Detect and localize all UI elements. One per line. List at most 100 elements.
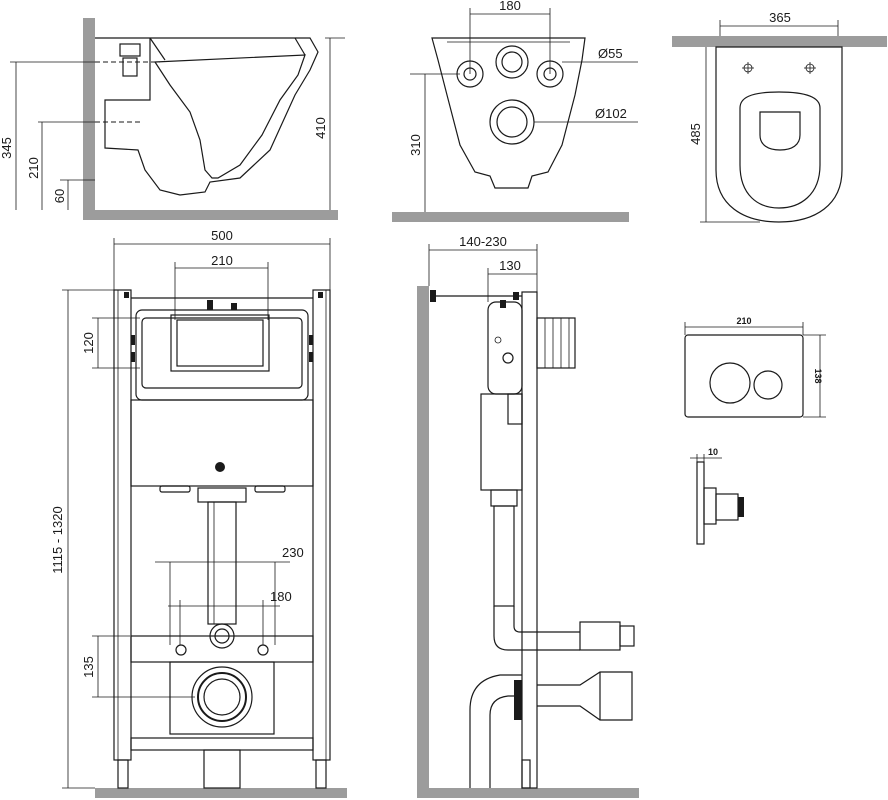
dim-label-310: 310 xyxy=(408,134,423,156)
bowl-inner xyxy=(153,54,306,179)
left-foot xyxy=(117,759,129,789)
flush-button-large[interactable] xyxy=(709,362,751,404)
bracket-right-1 xyxy=(309,335,313,345)
side-top-valve xyxy=(500,300,506,308)
side-cistern-upper xyxy=(487,301,523,395)
cistern-nut xyxy=(215,462,225,472)
plan-bowl-outline xyxy=(715,46,843,223)
dim-label-plate-w: 210 xyxy=(736,316,751,326)
right-foot xyxy=(315,759,327,789)
side-flush-bend-inner xyxy=(513,606,580,633)
floor-rear xyxy=(392,212,629,222)
inlet-hole-outer xyxy=(495,45,529,79)
dim-label-140-230: 140-230 xyxy=(459,234,507,249)
flush-connector-end xyxy=(619,625,635,647)
side-valve-1 xyxy=(494,336,502,344)
wall-frame-side xyxy=(417,286,429,798)
dim-label-plate-h: 138 xyxy=(813,368,823,383)
dim-label-1115: 1115 - 1320 xyxy=(50,506,65,573)
base-crossbar xyxy=(130,737,314,751)
dim-label-d55: Ø55 xyxy=(598,46,623,61)
flush-plate-front xyxy=(684,334,804,418)
floor-frame-front xyxy=(95,788,347,798)
flush-plate-views: 210 138 10 xyxy=(684,316,826,545)
lower-crossbar xyxy=(130,635,314,663)
dim-label-180-top: 180 xyxy=(499,0,521,13)
bracket-right-2 xyxy=(309,352,313,362)
flush-outlet-collar xyxy=(197,487,247,503)
stud-left xyxy=(175,644,187,656)
floor-horizontal xyxy=(83,210,338,220)
dim-label-345: 345 xyxy=(0,137,14,159)
cistern-foot-left xyxy=(159,485,191,493)
toilet-rear-view: 180 Ø55 Ø102 310 xyxy=(392,0,638,222)
side-flush-bend-outer xyxy=(493,606,580,651)
fixing-plate xyxy=(122,57,138,77)
left-top-bolt xyxy=(124,292,129,298)
toilet-side-view: 345 210 60 410 xyxy=(0,18,345,220)
side-flush-pipe xyxy=(493,505,515,607)
plate-mount-end xyxy=(738,497,744,517)
dim-label-d102: Ø102 xyxy=(595,106,627,121)
right-top-bolt xyxy=(318,292,323,298)
plate-mount-body xyxy=(703,487,717,525)
bowl-outline xyxy=(95,37,319,196)
cistern-foot-right xyxy=(254,485,286,493)
drain-hole-inner xyxy=(496,106,528,138)
flush-opening xyxy=(170,314,270,372)
drain-clamp xyxy=(514,680,522,720)
frame-left-upright xyxy=(113,289,132,761)
bowl-seat-edge xyxy=(149,37,166,61)
fixing-bracket xyxy=(119,43,141,57)
drain-inner xyxy=(203,678,241,716)
side-valve-2 xyxy=(502,352,514,364)
cistern-valve-right xyxy=(231,303,237,310)
flush-button-small[interactable] xyxy=(753,370,783,400)
side-upright xyxy=(521,291,538,789)
cistern-upper-inner xyxy=(141,317,303,389)
drain-mount-plate xyxy=(169,661,275,735)
inlet-hole-inner xyxy=(501,51,523,73)
dim-label-plate-depth: 10 xyxy=(708,447,718,457)
dim-label-500: 500 xyxy=(211,228,233,243)
floor-frame-side xyxy=(417,788,639,798)
side-flush-collar xyxy=(490,489,518,507)
wall-anchor-plate xyxy=(430,290,436,302)
frame-right-upright xyxy=(312,289,331,761)
dim-label-135: 135 xyxy=(81,656,96,678)
side-flush-plate-mount xyxy=(536,317,576,369)
drain-bend-outer xyxy=(469,674,522,788)
toilet-plan-view: 365 485 xyxy=(672,10,887,223)
dim-label-365: 365 xyxy=(769,10,791,25)
plate-mount-tail xyxy=(715,493,739,521)
stud-right xyxy=(257,644,269,656)
cistern-upper xyxy=(135,309,309,401)
drain-connector xyxy=(537,671,633,721)
drain-bend-inner xyxy=(489,695,522,788)
dim-label-230: 230 xyxy=(282,545,304,560)
cistern-valve-left xyxy=(207,300,213,310)
rear-bowl-outline xyxy=(431,37,586,189)
bracket-left-1 xyxy=(131,335,135,345)
plan-drain-shape xyxy=(759,111,801,151)
flush-plate-side xyxy=(696,461,705,545)
flush-connector xyxy=(579,621,621,651)
bracket-left-2 xyxy=(131,352,135,362)
wall-plan xyxy=(672,36,887,47)
drain-ring xyxy=(197,672,247,722)
flush-opening-inner xyxy=(176,319,264,367)
bowl-rim-edge xyxy=(294,37,306,56)
side-foot xyxy=(521,759,531,789)
dim-label-120: 120 xyxy=(81,332,96,354)
plan-seat-outline xyxy=(739,91,821,209)
drain-outer xyxy=(191,666,253,728)
side-cistern-front xyxy=(507,393,523,425)
rod-nut xyxy=(513,292,519,300)
dim-label-130: 130 xyxy=(499,258,521,273)
side-cistern-lower xyxy=(480,393,523,491)
drain-pipe-down xyxy=(203,749,241,789)
dim-label-60: 60 xyxy=(52,189,67,203)
cistern-lower xyxy=(130,399,314,487)
